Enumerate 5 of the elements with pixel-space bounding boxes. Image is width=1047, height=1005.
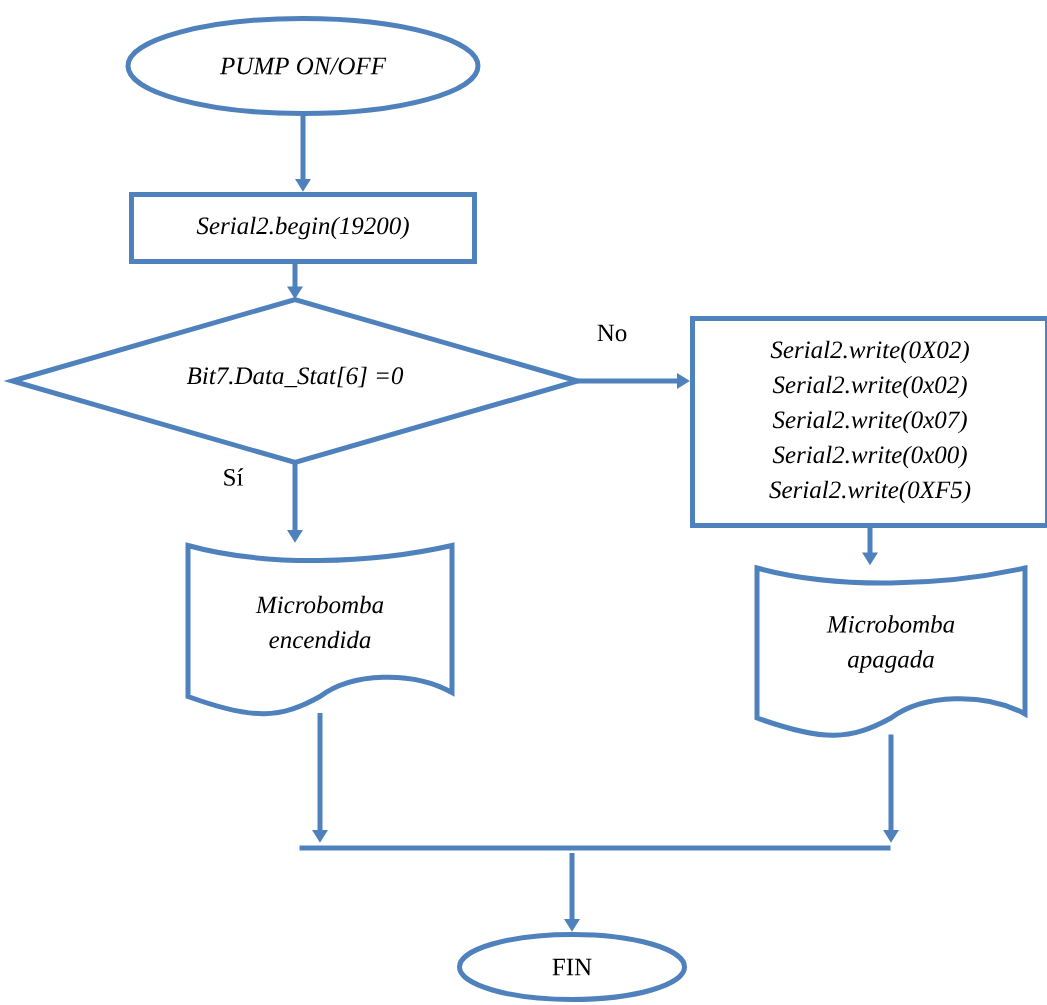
- edge-label: Sí: [221, 467, 245, 487]
- process-box: Serial2.write(0X02) Serial2.write(0x02) Serial2.write(0x07) Serial2.write(0x00) Serial2.write(0XF5): [690, 316, 1047, 528]
- merge-bar: [299, 845, 891, 851]
- edge-label: No: [595, 323, 629, 343]
- process-box: Serial2.begin(19200): [129, 192, 477, 264]
